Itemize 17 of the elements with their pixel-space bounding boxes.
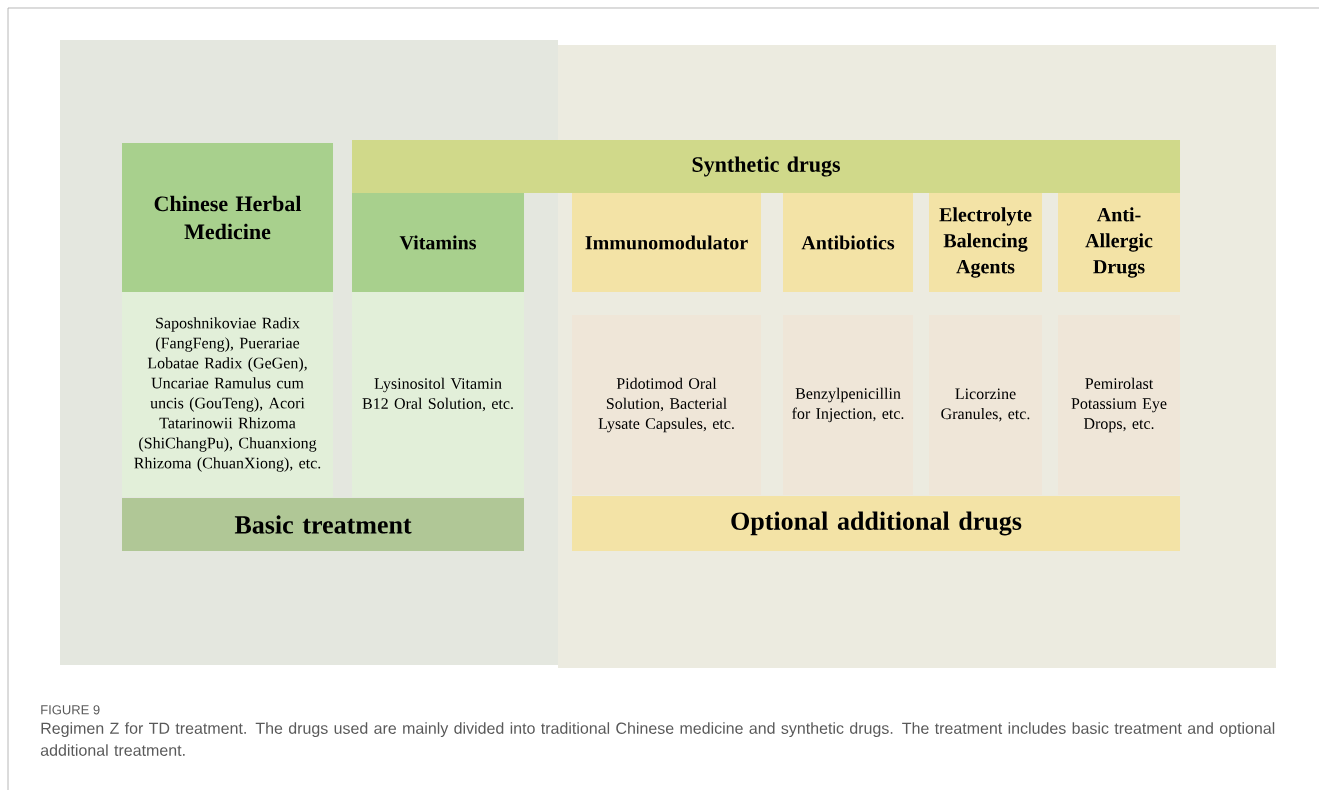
header-box: Immunomodulator <box>572 193 761 292</box>
content-box: Saposhnikoviae Radix (FangFeng), Puerariae Lobatae Radix (GeGen), Uncariae Ramulus cum uncis (GouTeng), Acori Tatarinowii Rhizoma (ShiChangPu), Chuanxiong Rhizoma (ChuanXiong), etc. <box>122 292 333 497</box>
content-box: Benzylpenicillin for Injection, etc. <box>783 315 913 495</box>
header-box: Chinese Herbal Medicine <box>122 143 333 292</box>
header-box: Antibiotics <box>783 193 913 292</box>
header-box: Vitamins <box>352 193 524 292</box>
content-box: Lysinositol Vitamin B12 Oral Solution, etc. <box>352 292 524 497</box>
content-box: Pemirolast Potassium Eye Drops, etc. <box>1058 315 1180 495</box>
caption: Regimen Z for TD treatment. The drugs used are mainly divided into traditional Chinese medicine and synthetic drugs. The treatment includes basic treatment and optional additional treatment. <box>40 722 1275 756</box>
footer-box: Optional additional drugs <box>572 496 1180 551</box>
content-box: Licorzine Granules, etc. <box>929 315 1042 495</box>
header-box: Synthetic drugs <box>352 140 1180 193</box>
header-box: Anti-Allergic Drugs <box>1058 193 1180 292</box>
content-box: Pidotimod Oral Solution, Bacterial Lysate Capsules, etc. <box>572 315 761 495</box>
figure-label: FIGURE 9 <box>41 705 100 715</box>
footer-box: Basic treatment <box>122 498 524 551</box>
header-box: Electrolyte Balencing Agents <box>929 193 1042 292</box>
